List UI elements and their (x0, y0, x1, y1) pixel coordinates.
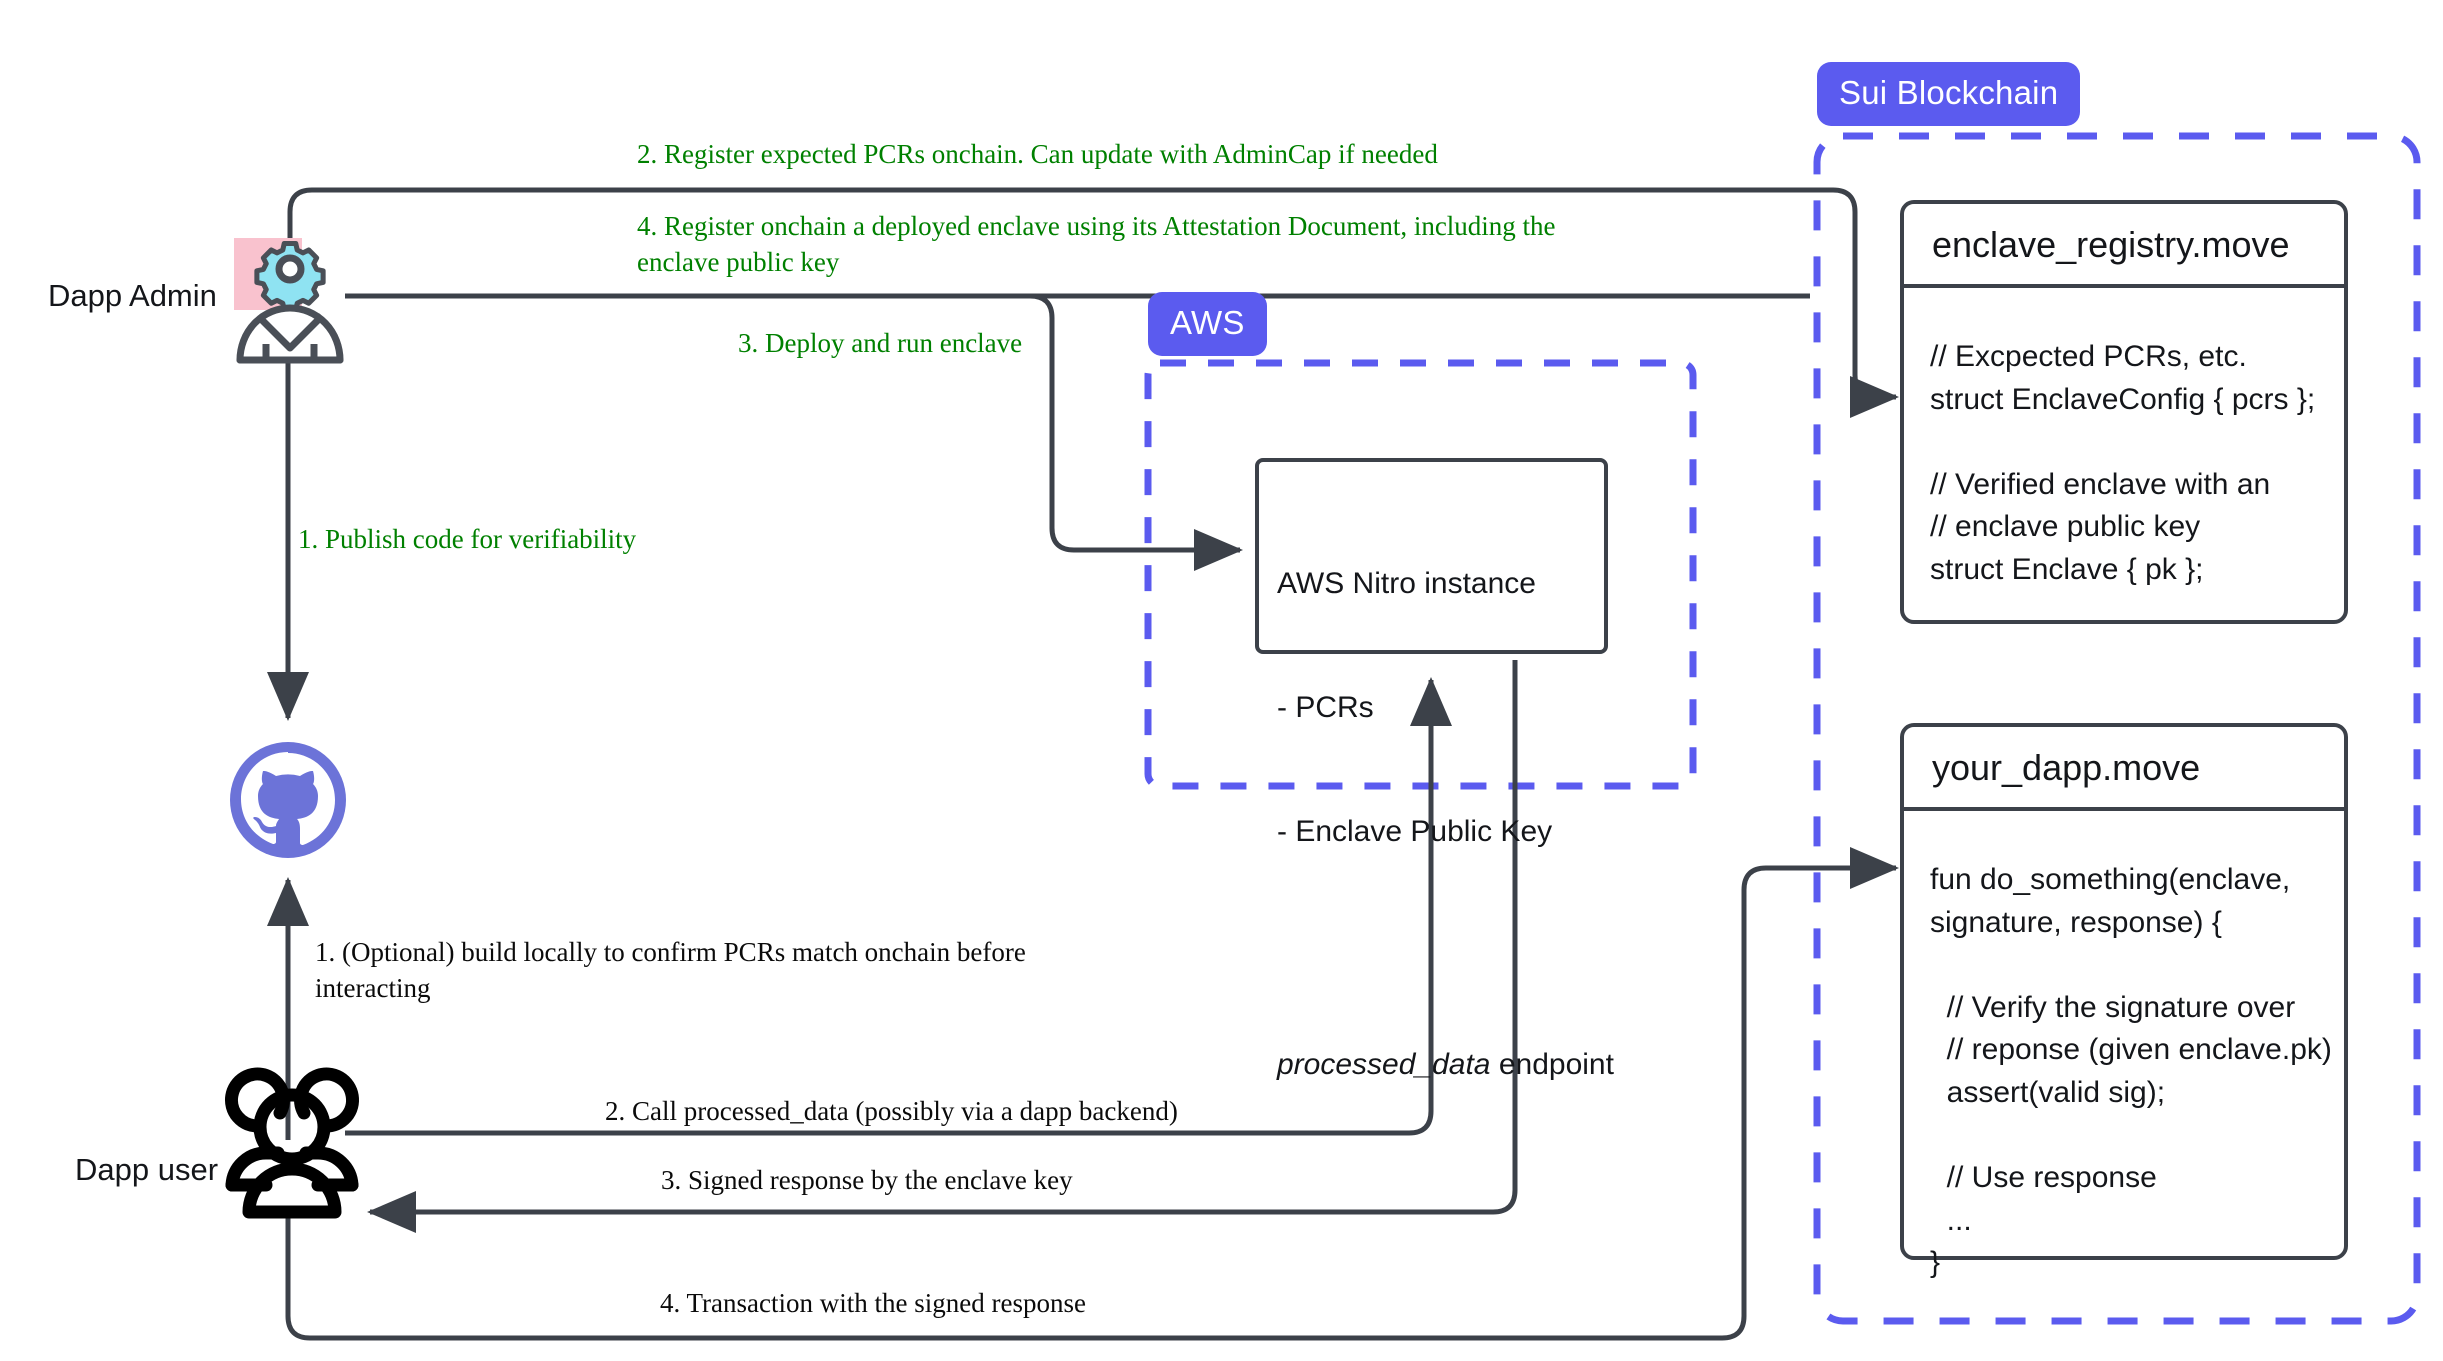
module-title-enclave-registry: enclave_registry.move (1904, 204, 2344, 288)
gear-icon (254, 240, 326, 313)
nitro-bullet-enclave-public-key: - Enclave Public Key (1277, 815, 1553, 849)
edge-user-transaction-path (285, 847, 1900, 1341)
module-card-enclave-registry: enclave_registry.move // Excpected PCRs,… (1900, 200, 2348, 624)
nitro-endpoint-name: processed_data (1277, 1048, 1491, 1082)
sui-zone-boundary (1813, 132, 2421, 1325)
aws-nitro-instance-box: AWS Nitro instance - PCRs - Enclave Publ… (1255, 458, 1614, 1081)
nitro-spacer (1277, 935, 1604, 961)
edge-enclave-signed-response-path (366, 660, 1518, 1233)
nitro-instance-name: AWS Nitro instance (1277, 566, 1536, 600)
edge-admin-register-pcrs-path (287, 187, 1900, 419)
actor-label-user: Dapp user (75, 1152, 219, 1187)
edge-user-call-processed-data-path (345, 676, 1453, 1136)
admin-body (236, 304, 344, 364)
nitro-endpoint-suffix: endpoint (1490, 1048, 1614, 1082)
edge-label-user-transaction: 4. Transaction with the signed response (660, 1288, 1086, 1318)
aws-zone-badge: AWS (1148, 292, 1267, 356)
sui-zone-badge: Sui Blockchain (1817, 62, 2081, 126)
module-body-your-dapp: fun do_something(enclave, signature, res… (1930, 863, 2332, 1280)
edge-label-user-call-processed-data: 2. Call processed_data (possibly via a d… (605, 1096, 1178, 1126)
actor-label-admin: Dapp Admin (48, 278, 217, 313)
edge-label-admin-publish-code: 1. Publish code for verifiability (298, 524, 637, 554)
edge-admin-deploy-enclave-path (345, 293, 1244, 572)
edge-label-admin-deploy-enclave: 3. Deploy and run enclave (738, 328, 1023, 358)
aws-zone-boundary (1144, 359, 1697, 790)
module-title-your-dapp: your_dapp.move (1904, 727, 2344, 811)
nitro-bullet-pcrs: - PCRs (1277, 690, 1374, 724)
edge-label-user-build-locally: 1. (Optional) build locally to confirm P… (315, 937, 1026, 1004)
admin-gear-person-icon (234, 238, 344, 364)
github-icon (230, 742, 346, 858)
users-group-icon (225, 1067, 359, 1219)
edge-label-admin-register-pcrs: 2. Register expected PCRs onchain. Can u… (637, 139, 1438, 169)
module-body-enclave-registry: // Excpected PCRs, etc. struct EnclaveCo… (1930, 340, 2316, 586)
edge-label-admin-register-enclave: 4. Register onchain a deployed enclave u… (637, 211, 1556, 278)
edge-label-enclave-signed-response: 3. Signed response by the enclave key (661, 1165, 1073, 1195)
nitro-endpoint-line: processed_data endpoint (1277, 1044, 1614, 1085)
module-card-your-dapp: your_dapp.move fun do_something(enclave,… (1900, 723, 2348, 1279)
